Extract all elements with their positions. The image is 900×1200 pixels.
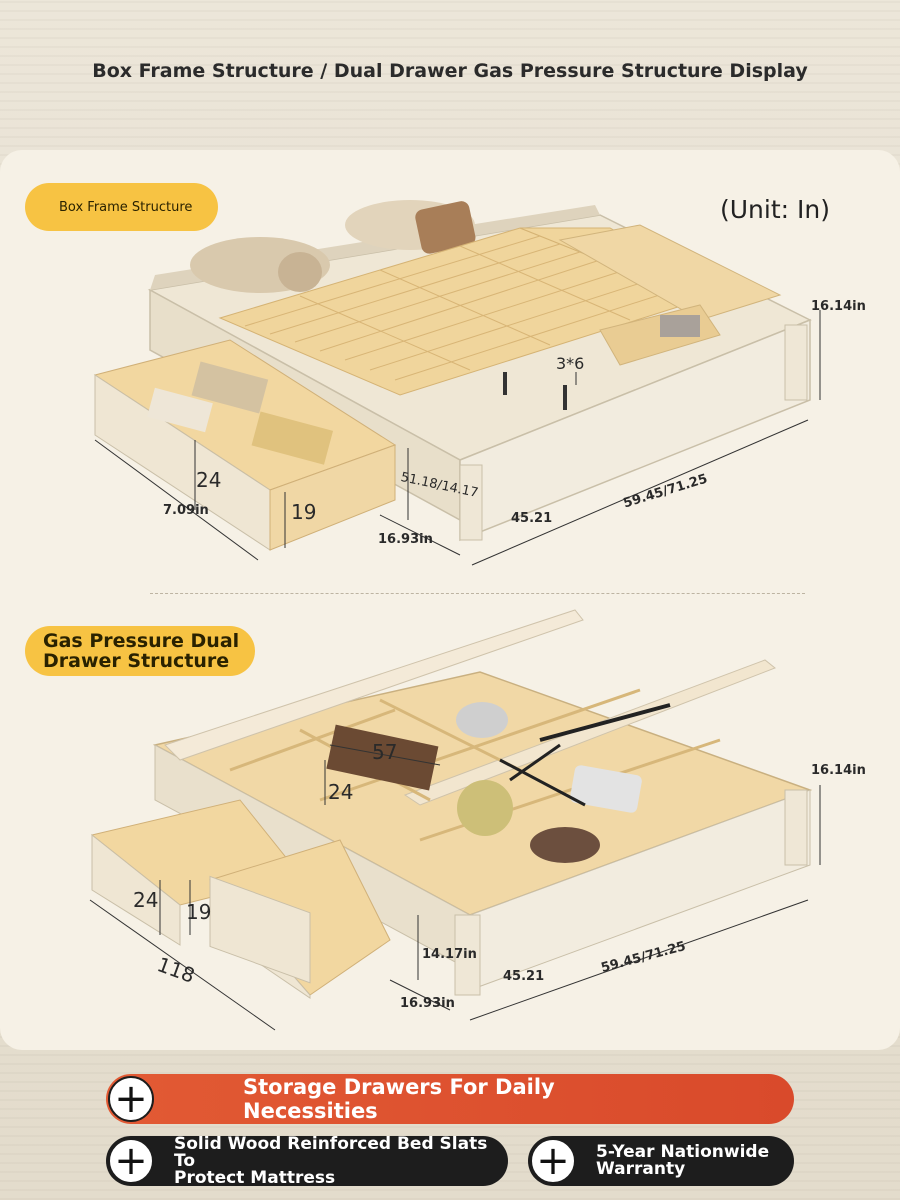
dim-slat: 3*6: [556, 354, 585, 373]
dim-drawer-depth: 16.93in: [378, 532, 433, 547]
drawer-pair: [90, 799, 391, 999]
dim-width-2: 45.21: [503, 969, 545, 984]
unit-label: (Unit: In): [720, 195, 830, 224]
dim-drawer-height-2: 24: [133, 888, 159, 912]
dim-drawer-inner: 19: [291, 500, 317, 524]
box-frame-bed: [93, 200, 821, 566]
dim-box-height: 24: [328, 780, 354, 804]
badge-line-1: Gas Pressure Dual: [43, 630, 240, 652]
feature-line-1: Storage Drawers For Daily: [243, 1075, 555, 1099]
badge-line-2: Drawer Structure: [43, 650, 230, 672]
feature-storage-drawers: + Storage Drawers For Daily Necessities: [106, 1074, 794, 1124]
feature-line-1: 5-Year Nationwide: [596, 1142, 770, 1162]
feature-line-2: Necessities: [243, 1099, 378, 1123]
section-divider: [150, 593, 805, 594]
badge-box-frame: Box Frame Structure: [25, 183, 218, 231]
plus-icon: +: [108, 1138, 154, 1184]
dim-drawer-side: 7.09in: [163, 503, 209, 518]
dim-side-height-2: 14.17in: [422, 947, 477, 962]
dim-width: 45.21: [511, 511, 553, 526]
plus-icon: +: [108, 1076, 154, 1122]
feature-solid-wood-slats: + Solid Wood Reinforced Bed Slats To Pro…: [106, 1133, 508, 1188]
dim-drawer-inner-2: 19: [186, 900, 212, 924]
feature-warranty: + 5-Year Nationwide Warranty: [528, 1136, 794, 1186]
gas-pressure-bed: [89, 609, 821, 1031]
dim-height: 16.14in: [811, 299, 866, 314]
dim-box-width: 57: [372, 740, 398, 764]
page-title: Box Frame Structure / Dual Drawer Gas Pr…: [92, 60, 808, 82]
plus-icon: +: [530, 1138, 576, 1184]
feature-line-2: Protect Mattress: [174, 1167, 336, 1188]
badge-gas-pressure: Gas Pressure Dual Drawer Structure: [25, 626, 255, 676]
dim-height-2: 16.14in: [811, 763, 866, 778]
feature-line-2: Warranty: [596, 1159, 686, 1179]
dim-drawer-depth-2: 16.93in: [400, 996, 455, 1011]
feature-line-1: Solid Wood Reinforced Bed Slats To: [174, 1133, 488, 1171]
dim-drawer-height: 24: [196, 468, 222, 492]
drawer-left: [93, 339, 397, 551]
